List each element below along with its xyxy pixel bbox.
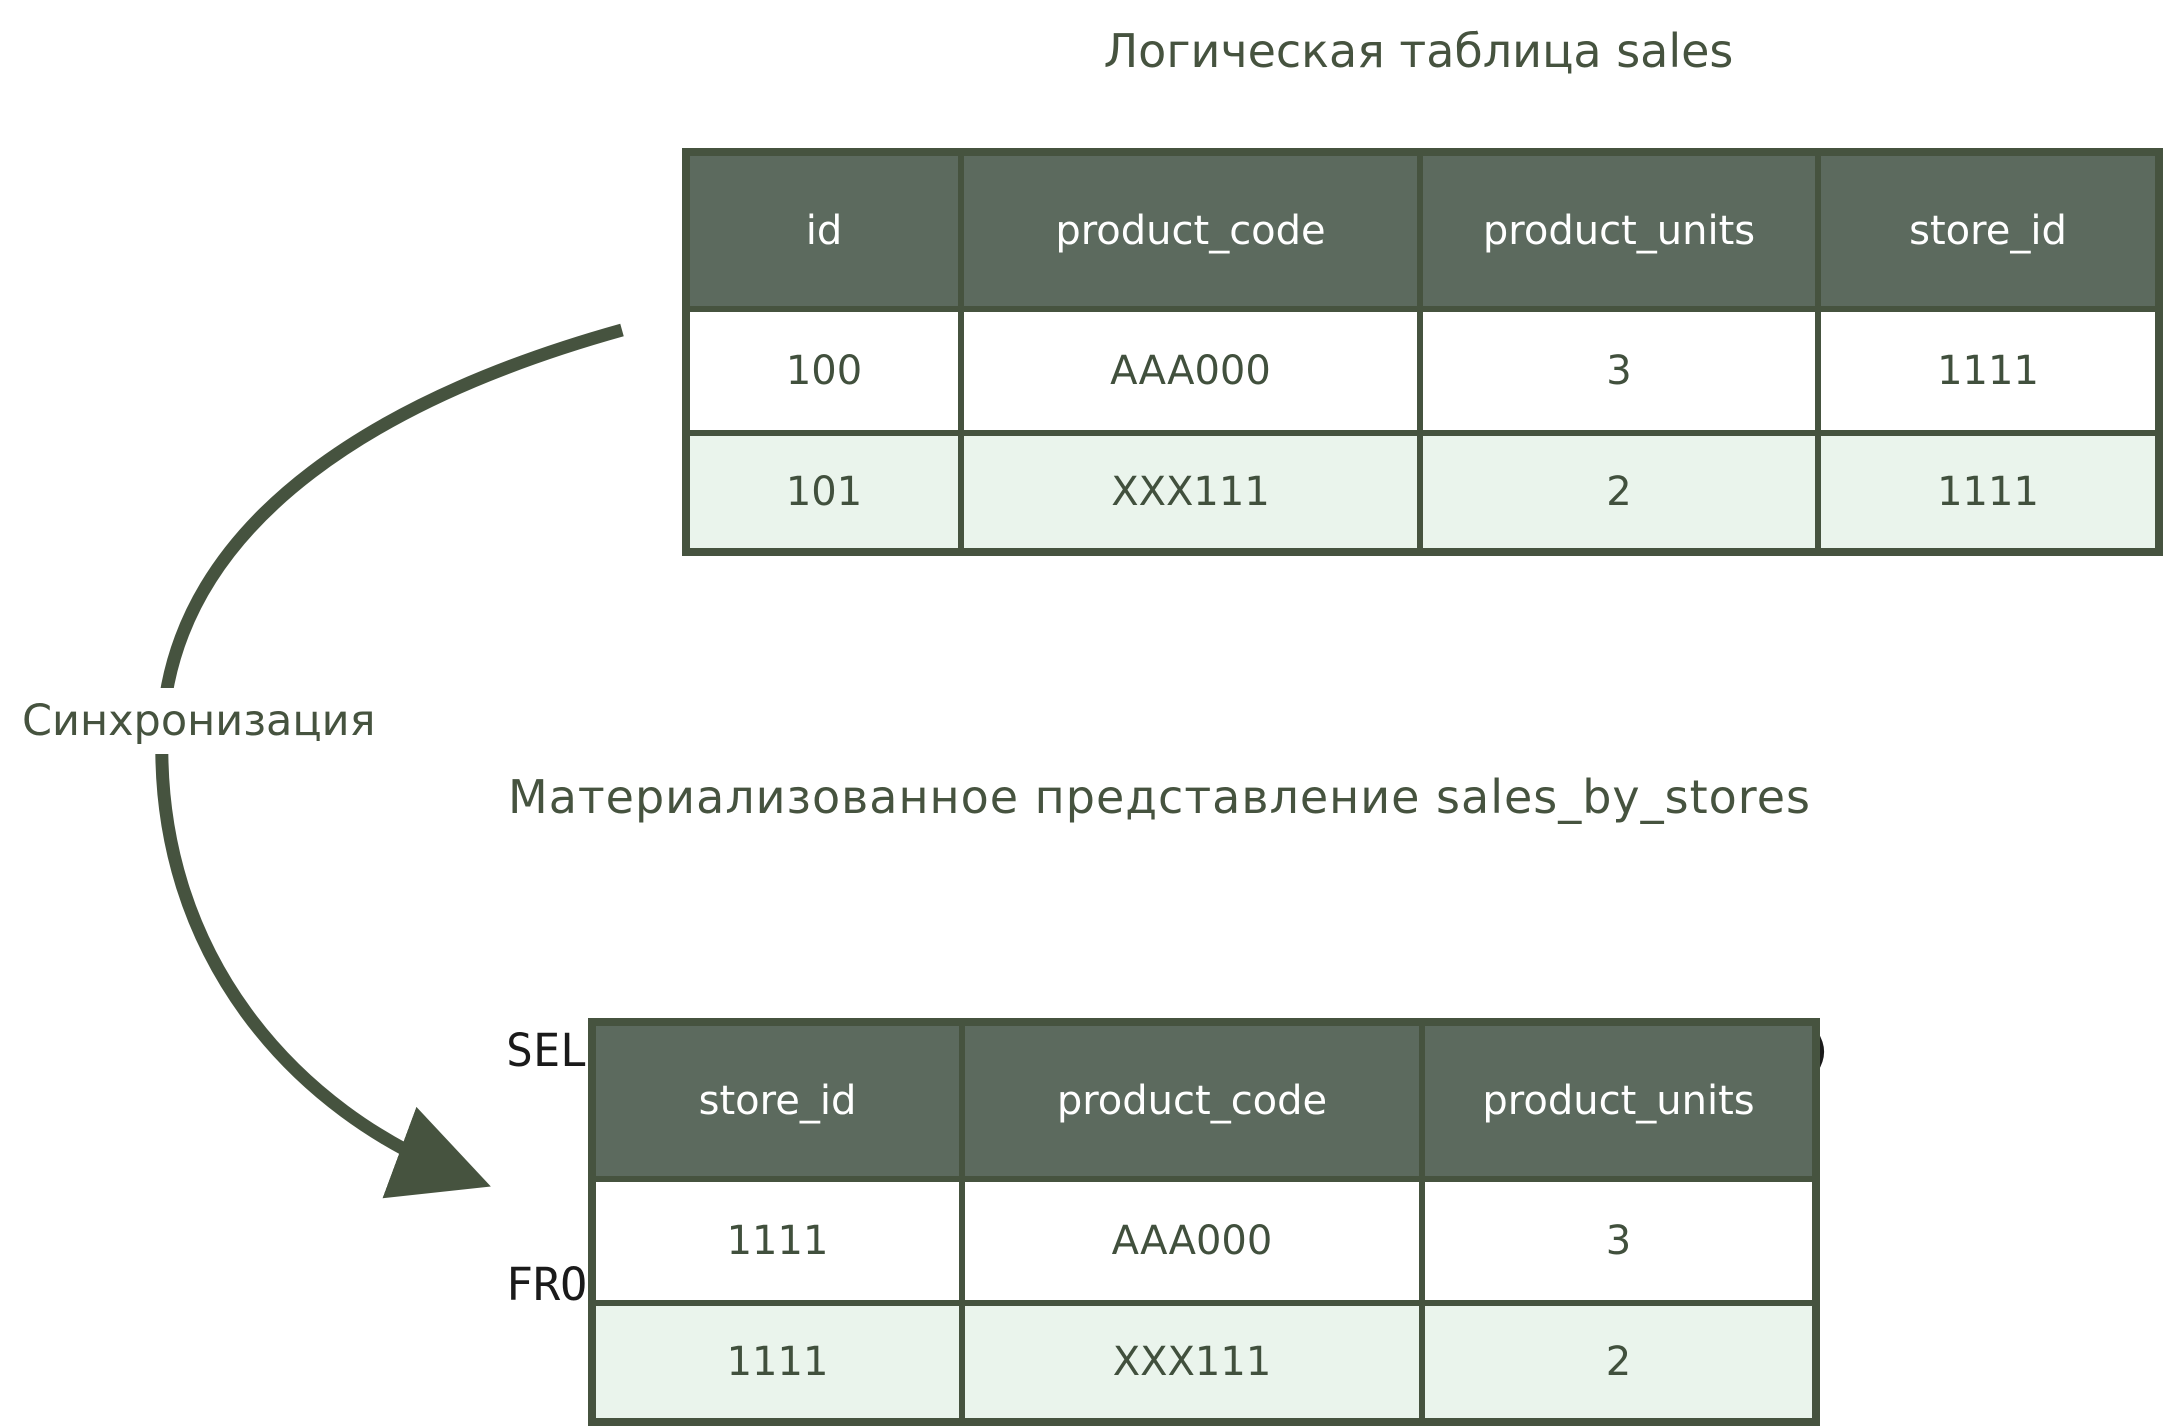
logical-table-header-row: id product_code product_units store_id bbox=[683, 149, 2162, 312]
materialized-view-header-row: store_id product_code product_units bbox=[589, 1019, 1819, 1182]
logical-table: id product_code product_units store_id 1… bbox=[682, 148, 2163, 556]
data-cell: AAA000 bbox=[959, 1176, 1425, 1306]
data-cell: 100 bbox=[683, 306, 964, 436]
data-cell: XXX111 bbox=[958, 430, 1423, 555]
header-cell-product-code: product_code bbox=[958, 149, 1423, 312]
table-row: 1111 XXX111 2 bbox=[589, 1300, 1819, 1425]
data-cell: 3 bbox=[1419, 1176, 1819, 1306]
data-cell: 1111 bbox=[589, 1176, 965, 1306]
data-cell: 1111 bbox=[1815, 306, 2162, 436]
header-cell-id: id bbox=[683, 149, 964, 312]
data-cell: XXX111 bbox=[959, 1300, 1425, 1425]
sync-label: Синхронизация bbox=[8, 688, 390, 754]
logical-table-title: Логическая таблица sales bbox=[1103, 24, 1734, 78]
data-cell: 3 bbox=[1417, 306, 1821, 436]
data-cell: AAA000 bbox=[958, 306, 1423, 436]
table-row: 101 XXX111 2 1111 bbox=[683, 430, 2162, 555]
materialized-view-title: Материализованное представление sales_by… bbox=[508, 770, 1811, 824]
header-cell-product-units: product_units bbox=[1417, 149, 1821, 312]
header-cell-product-code: product_code bbox=[959, 1019, 1425, 1182]
header-cell-store-id: store_id bbox=[1815, 149, 2162, 312]
header-cell-store-id: store_id bbox=[589, 1019, 965, 1182]
data-cell: 1111 bbox=[589, 1300, 965, 1425]
data-cell: 1111 bbox=[1815, 430, 2162, 555]
table-row: 100 AAA000 3 1111 bbox=[683, 306, 2162, 436]
data-cell: 2 bbox=[1419, 1300, 1819, 1425]
materialized-view-table: store_id product_code product_units 1111… bbox=[588, 1018, 1820, 1426]
header-cell-product-units: product_units bbox=[1419, 1019, 1819, 1182]
data-cell: 2 bbox=[1417, 430, 1821, 555]
table-row: 1111 AAA000 3 bbox=[589, 1176, 1819, 1306]
data-cell: 101 bbox=[683, 430, 964, 555]
